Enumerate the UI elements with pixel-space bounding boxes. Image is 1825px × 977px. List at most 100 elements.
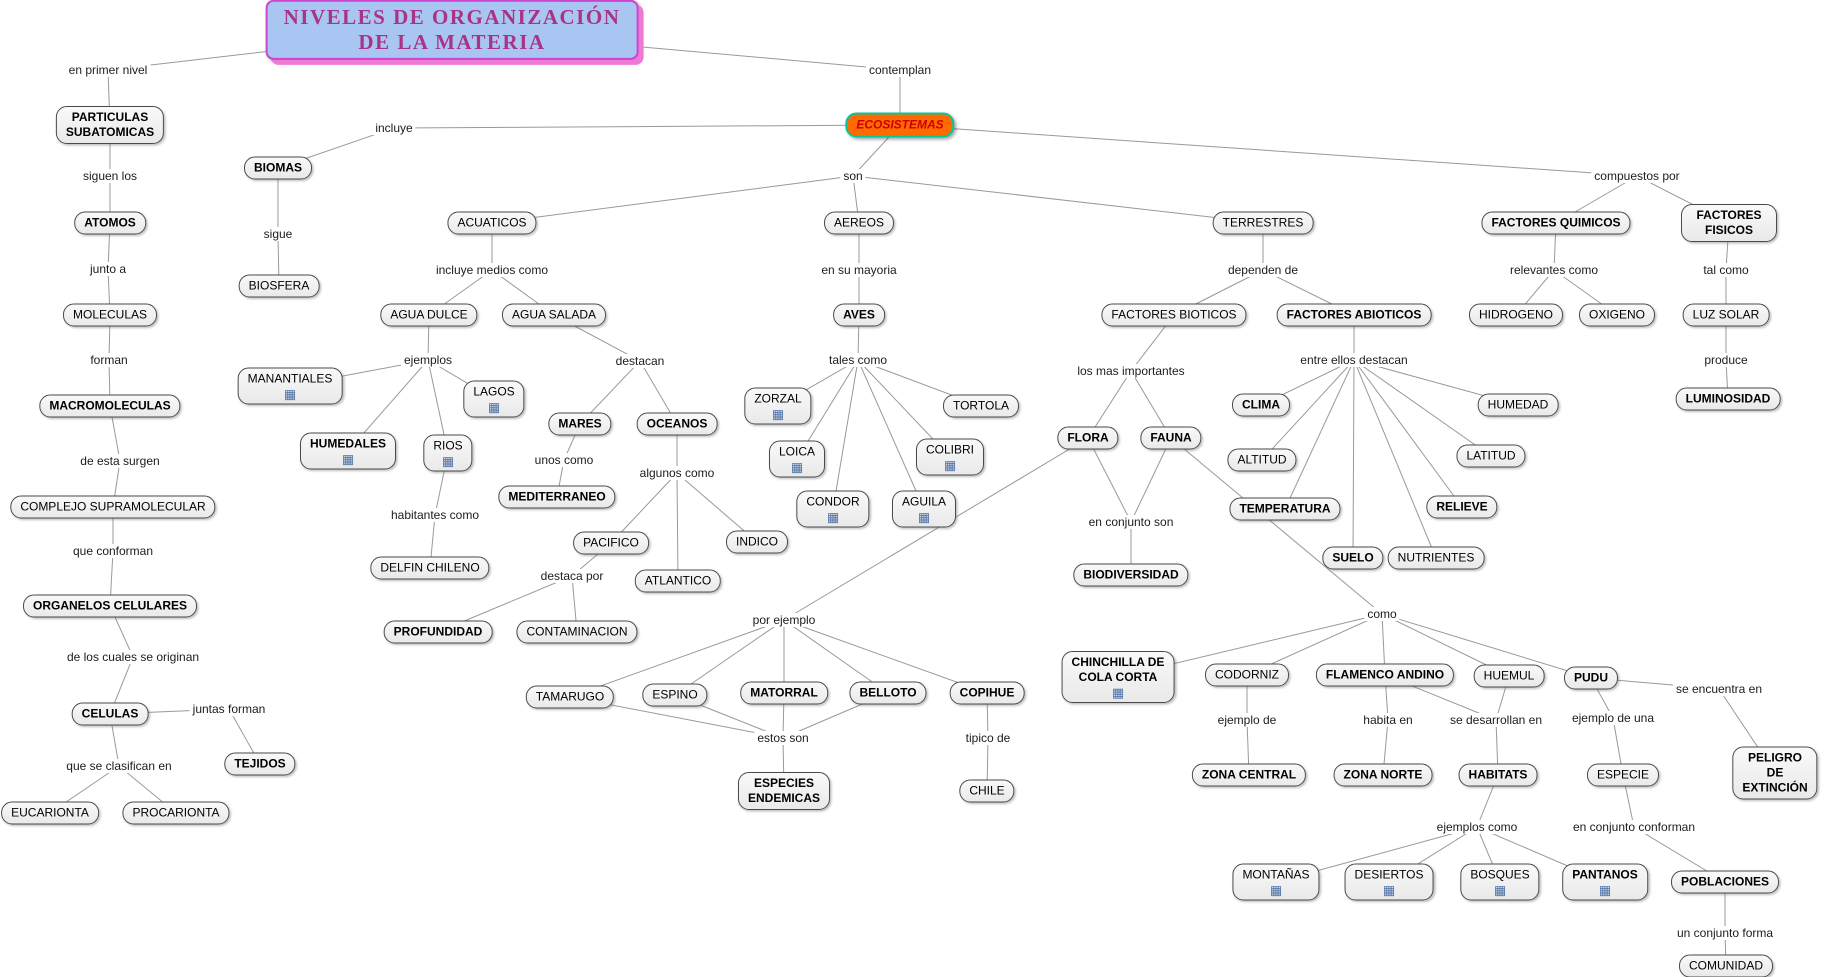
node-celulas[interactable]: CELULAS [71,702,149,726]
node-temperatura[interactable]: TEMPERATURA [1229,497,1341,521]
node-colibri[interactable]: COLIBRI▦ [915,438,985,476]
node-factores-quimicos[interactable]: FACTORES QUIMICOS [1481,211,1631,235]
node-flamenco[interactable]: FLAMENCO ANDINO [1315,663,1455,687]
node-particulas[interactable]: PARTICULAS SUBATOMICAS [55,106,165,144]
node-clima[interactable]: CLIMA [1232,393,1290,417]
link-label-tal-como[interactable]: tal como [1700,263,1752,277]
node-loica[interactable]: LOICA▦ [768,440,826,478]
node-biosfera[interactable]: BIOSFERA [238,274,320,298]
node-especie[interactable]: ESPECIE [1586,763,1660,787]
link-label-que-se-clasifican[interactable]: que se clasifican en [63,759,175,773]
link-label-en-conjunto-conforman[interactable]: en conjunto conforman [1569,820,1699,834]
resource-icon[interactable]: ▦ [441,453,455,469]
link-label-contemplan[interactable]: contemplan [865,63,935,77]
node-flora[interactable]: FLORA [1057,426,1119,450]
link-label-dependen-de[interactable]: dependen de [1224,263,1302,277]
node-factores-fisicos[interactable]: FACTORES FISICOS [1681,204,1777,242]
link-label-estos-son[interactable]: estos son [754,731,812,745]
link-label-son[interactable]: son [840,169,866,183]
node-agua-dulce[interactable]: AGUA DULCE [380,303,478,327]
node-factores-abioticos[interactable]: FACTORES ABIOTICOS [1276,303,1432,327]
node-zona-norte[interactable]: ZONA NORTE [1333,763,1433,787]
link-label-algunos-como[interactable]: algunos como [636,466,718,480]
link-label-ejemplos[interactable]: ejemplos [400,353,456,367]
link-label-entre-ellos[interactable]: entre ellos destacan [1297,353,1411,367]
link-label-produce[interactable]: produce [1701,353,1751,367]
node-comunidad[interactable]: COMUNIDAD [1679,954,1773,977]
node-copihue[interactable]: COPIHUE [949,681,1025,705]
node-altitud[interactable]: ALTITUD [1227,448,1297,472]
node-indico[interactable]: INDICO [726,530,788,554]
resource-icon[interactable]: ▦ [341,451,355,467]
node-complejo[interactable]: COMPLEJO SUPRAMOLECULAR [10,495,216,519]
node-macromoleculas[interactable]: MACROMOLECULAS [39,394,181,418]
node-atomos[interactable]: ATOMOS [74,211,146,235]
link-label-compuestos-por[interactable]: compuestos por [1591,169,1683,183]
link-label-juntas-forman[interactable]: juntas forman [189,702,269,716]
node-fauna[interactable]: FAUNA [1140,426,1202,450]
link-label-de-esta-surgen[interactable]: de esta surgen [77,454,163,468]
node-latitud[interactable]: LATITUD [1456,444,1526,468]
link-label-en-primer-nivel[interactable]: en primer nivel [65,63,151,77]
node-espino[interactable]: ESPINO [642,683,708,707]
resource-icon[interactable]: ▦ [917,509,931,525]
node-desiertos[interactable]: DESIERTOS▦ [1344,863,1434,901]
node-zona-central[interactable]: ZONA CENTRAL [1191,763,1307,787]
node-aguila[interactable]: AGUILA▦ [891,490,957,528]
node-condor[interactable]: CONDOR▦ [796,490,870,528]
link-label-de-los-cuales[interactable]: de los cuales se originan [63,650,203,664]
node-ecosistemas[interactable]: ECOSISTEMAS [845,112,955,138]
node-zorzal[interactable]: ZORZAL▦ [744,387,812,425]
resource-icon[interactable]: ▦ [790,459,804,475]
node-mediterraneo[interactable]: MEDITERRANEO [498,485,616,509]
link-label-en-conjunto-son[interactable]: en conjunto son [1085,515,1177,529]
node-procarionta[interactable]: PROCARIONTA [122,801,230,825]
resource-icon[interactable]: ▦ [487,399,501,415]
node-biodiversidad[interactable]: BIODIVERSIDAD [1073,563,1189,587]
node-humedad[interactable]: HUMEDAD [1477,393,1559,417]
resource-icon[interactable]: ▦ [826,509,840,525]
node-atlantico[interactable]: ATLANTICO [634,569,722,593]
link-label-tipico-de[interactable]: tipico de [962,731,1014,745]
node-luminosidad[interactable]: LUMINOSIDAD [1675,387,1781,411]
link-label-junto-a[interactable]: junto a [86,262,130,276]
node-rios[interactable]: RIOS▦ [423,434,473,472]
link-label-unos-como[interactable]: unos como [531,453,597,467]
link-label-que-conforman[interactable]: que conforman [69,544,157,558]
node-contaminacion[interactable]: CONTAMINACION [516,620,638,644]
node-luz-solar[interactable]: LUZ SOLAR [1682,303,1770,327]
node-aereos[interactable]: AEREOS [823,211,895,235]
node-delfin[interactable]: DELFIN CHILENO [370,556,490,580]
resource-icon[interactable]: ▦ [771,406,785,422]
link-label-se-encuentra-en[interactable]: se encuentra en [1672,682,1766,696]
node-tortola[interactable]: TORTOLA [942,394,1020,418]
resource-icon[interactable]: ▦ [1598,882,1612,898]
resource-icon[interactable]: ▦ [1382,882,1396,898]
link-label-un-conjunto-forma[interactable]: un conjunto forma [1673,926,1777,940]
link-label-habitantes-como[interactable]: habitantes como [387,508,483,522]
node-bosques[interactable]: BOSQUES▦ [1460,863,1540,901]
node-eucarionta[interactable]: EUCARIONTA [1,801,99,825]
node-especies-endemicas[interactable]: ESPECIES ENDEMICAS [737,772,831,810]
node-huemul[interactable]: HUEMUL [1473,664,1545,688]
node-pudu[interactable]: PUDU [1563,666,1619,690]
link-label-sigue[interactable]: sigue [260,227,296,241]
link-label-tales-como[interactable]: tales como [825,353,891,367]
link-label-destacan[interactable]: destacan [612,354,668,368]
resource-icon[interactable]: ▦ [1111,685,1125,700]
node-factores-bioticos[interactable]: FACTORES BIOTICOS [1101,303,1247,327]
link-label-en-su-mayoria[interactable]: en su mayoria [818,263,900,277]
node-tamarugo[interactable]: TAMARUGO [525,685,615,709]
node-oceanos[interactable]: OCEANOS [636,412,718,436]
node-acuaticos[interactable]: ACUATICOS [447,211,537,235]
node-chile[interactable]: CHILE [959,779,1015,803]
resource-icon[interactable]: ▦ [1493,882,1507,898]
node-poblaciones[interactable]: POBLACIONES [1670,870,1780,894]
node-nutrientes[interactable]: NUTRIENTES [1387,546,1485,570]
node-codorniz[interactable]: CODORNIZ [1205,663,1289,687]
node-profundidad[interactable]: PROFUNDIDAD [383,620,493,644]
node-pantanos[interactable]: PANTANOS▦ [1562,863,1648,901]
node-terrestres[interactable]: TERRESTRES [1212,211,1314,235]
node-montanas[interactable]: MONTAÑAS▦ [1232,863,1320,901]
node-tejidos[interactable]: TEJIDOS [224,752,296,776]
